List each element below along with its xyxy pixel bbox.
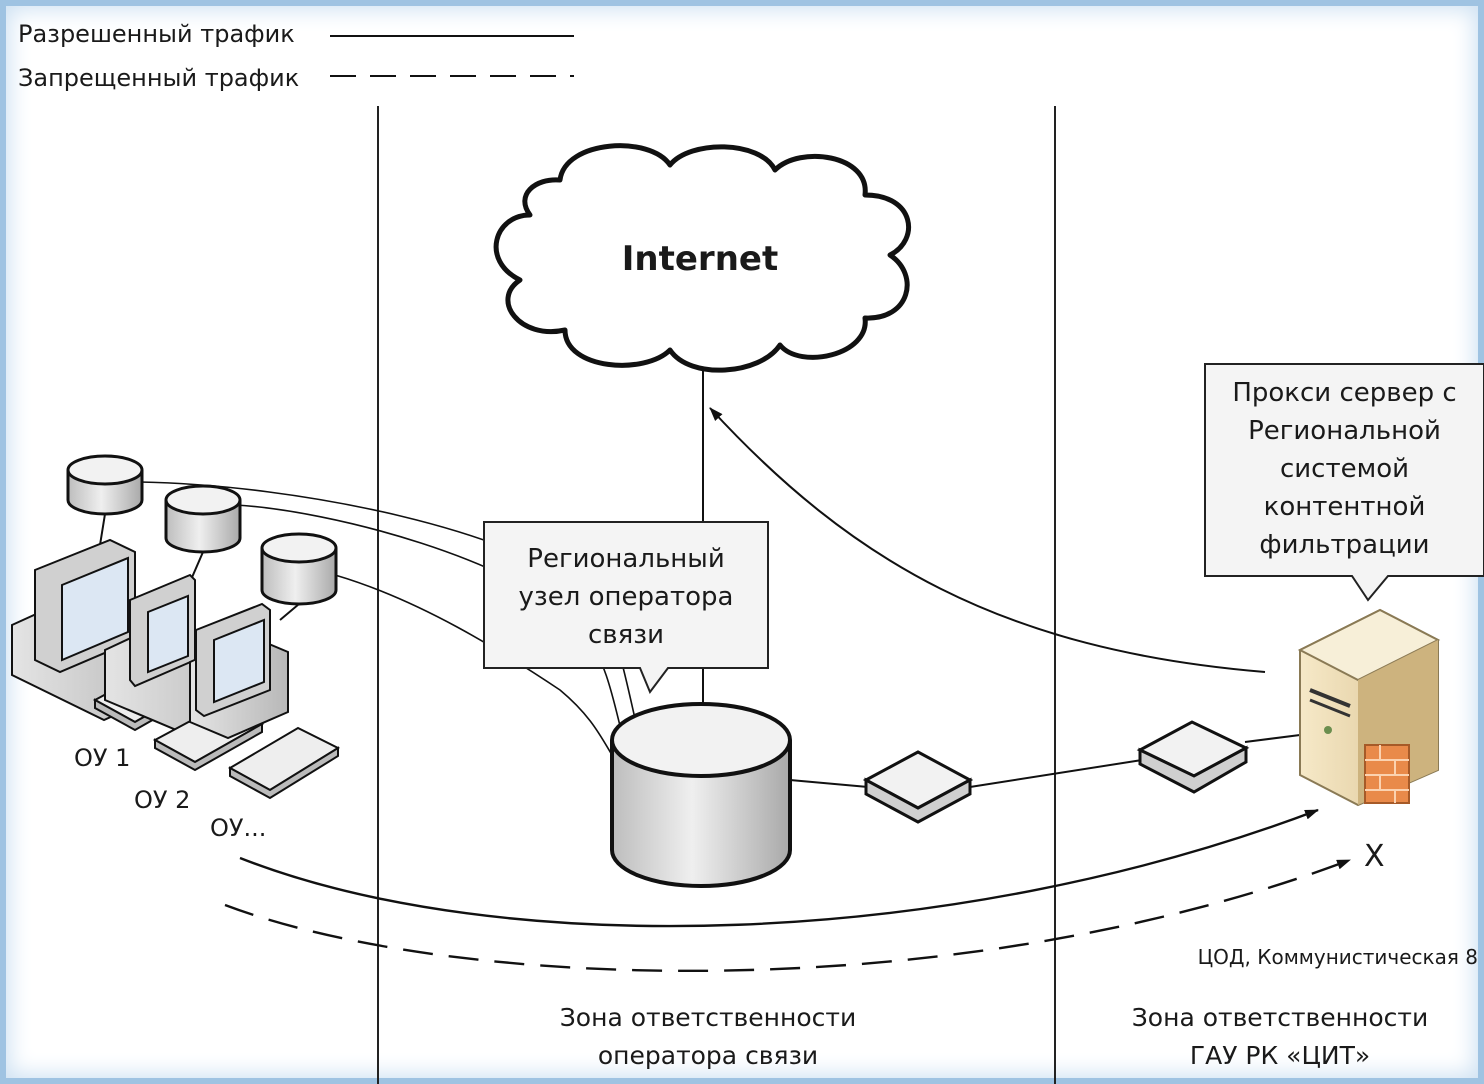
proxy-label: Прокси сервер с Региональной системой ко… <box>1205 374 1484 564</box>
proxy-line: Региональной <box>1248 416 1441 446</box>
proxy-line: контентной <box>1263 492 1426 522</box>
blocked-mark: X <box>1364 839 1385 874</box>
link-switch1-switch2 <box>969 759 1143 788</box>
database-icon <box>260 532 338 606</box>
link-ou3 <box>334 574 613 756</box>
legend-allowed-label: Разрешенный трафик <box>18 20 295 48</box>
client-workstations <box>11 454 341 800</box>
database-icon <box>164 484 242 554</box>
switch-icon <box>1136 720 1250 794</box>
operator-node-callout <box>483 521 769 694</box>
zone-gau-line1: Зона ответственности <box>1132 1003 1428 1032</box>
operator-node-label: Региональный узел оператора связи <box>484 540 768 654</box>
link-switch2-server <box>1244 734 1301 743</box>
link-db-switch1 <box>789 779 869 788</box>
client-ou2-label: ОУ 2 <box>134 786 190 814</box>
zone-operator-line1: Зона ответственности <box>560 1003 856 1032</box>
operator-node-line: Региональный <box>527 544 725 574</box>
client-ou-more-label: ОУ... <box>210 814 266 842</box>
proxy-server-icon <box>1297 608 1441 807</box>
switch-icon <box>862 750 974 824</box>
zone-operator-line2: оператора связи <box>598 1041 818 1070</box>
database-icon <box>66 454 144 516</box>
proxy-line: фильтрации <box>1259 530 1430 560</box>
arrow-denied-traffic <box>224 858 1351 973</box>
legend-denied-label: Запрещенный трафик <box>18 64 299 92</box>
operator-node-line: связи <box>588 620 664 650</box>
arrow-proxy-to-internet <box>709 407 1266 673</box>
internet-label: Internet <box>622 239 778 279</box>
operator-node-line: узел оператора <box>518 582 734 612</box>
datacenter-label: ЦОД, Коммунистическая 8 <box>1198 945 1478 969</box>
client-ou1-label: ОУ 1 <box>74 744 130 772</box>
proxy-line: системой <box>1279 454 1410 484</box>
proxy-callout <box>1204 363 1484 602</box>
arrow-allowed-traffic <box>239 808 1319 928</box>
internet-cloud <box>493 143 912 373</box>
zone-gau-line2: ГАУ РК «ЦИТ» <box>1190 1041 1370 1070</box>
operator-database-icon <box>610 702 792 888</box>
proxy-line: Прокси сервер с <box>1232 378 1457 408</box>
computer-icon <box>189 602 341 800</box>
